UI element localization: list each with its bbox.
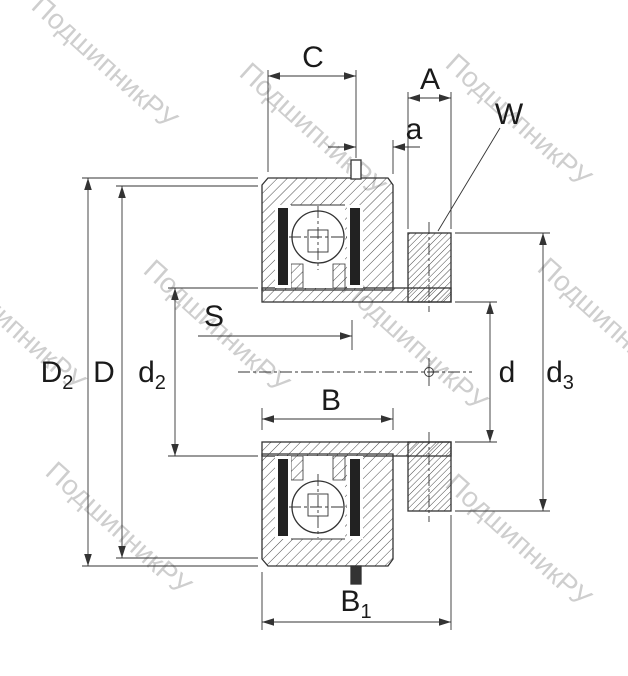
raceway-shoulder <box>332 263 346 289</box>
dim-label-D2: D2 <box>41 356 74 394</box>
pin-bottom <box>350 565 362 585</box>
raceway-shoulder <box>332 455 346 481</box>
dim-A: A <box>408 63 451 102</box>
dim-label-A: A <box>420 63 440 96</box>
dim-C: C <box>268 41 356 80</box>
dim-W: W <box>437 98 524 232</box>
raceway-shoulder <box>290 455 304 481</box>
seal-left-bottom <box>278 459 288 536</box>
dim-S: S <box>198 300 352 340</box>
dim-d2: d2 <box>138 288 179 456</box>
inner-ring-top <box>261 287 452 303</box>
dim-D: D <box>93 186 126 558</box>
centerlines <box>238 206 472 538</box>
seal-right-bottom <box>350 459 360 536</box>
inner-ring-bottom <box>261 441 452 457</box>
extension-lines <box>82 70 550 630</box>
dim-B: B <box>262 384 393 423</box>
dim-label-d: d <box>499 356 516 389</box>
dim-label-S: S <box>204 300 224 333</box>
bearing-section <box>261 159 452 585</box>
dim-label-D: D <box>93 356 115 389</box>
dim-a: a <box>328 113 423 151</box>
dim-label-W: W <box>495 98 524 131</box>
raceway-shoulder <box>290 263 304 289</box>
seal-left-top <box>278 208 288 285</box>
dim-d3: d3 <box>539 233 574 511</box>
dim-label-C: C <box>302 41 324 74</box>
dim-label-B1: B1 <box>340 585 371 623</box>
dim-label-d2: d2 <box>138 356 166 394</box>
dim-B1: B1 <box>262 585 451 626</box>
dim-D2: D2 <box>41 178 92 566</box>
pin-top <box>350 159 362 180</box>
dim-label-d3: d3 <box>546 356 574 394</box>
dim-d: d <box>486 302 515 442</box>
seal-right-top <box>350 208 360 285</box>
dim-label-B: B <box>321 384 341 417</box>
dim-label-a: a <box>406 113 423 146</box>
